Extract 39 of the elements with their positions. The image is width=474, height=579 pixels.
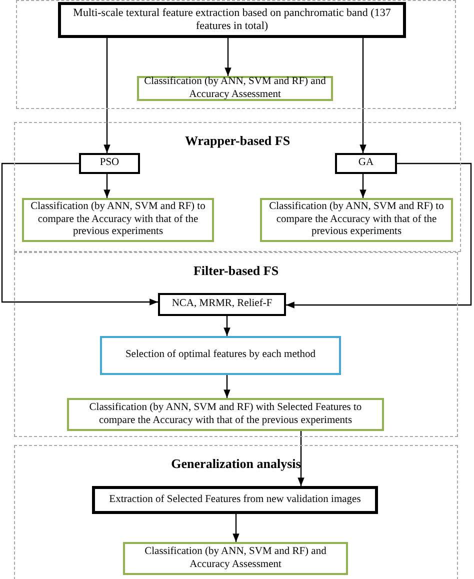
arrow — [360, 38, 366, 153]
arrow — [298, 431, 304, 486]
process-box — [92, 486, 378, 514]
arrow — [224, 38, 232, 76]
selection-box — [100, 336, 341, 375]
section-frame — [14, 122, 461, 252]
arrow — [286, 162, 472, 308]
section-frame — [16, 0, 456, 109]
box-text: Selection of optimal features by each method — [125, 349, 316, 362]
classification-box — [22, 198, 214, 242]
classification-box — [260, 198, 453, 242]
method-box — [335, 153, 397, 174]
arrow — [224, 316, 230, 336]
classification-box — [123, 542, 348, 575]
process-box — [58, 2, 406, 38]
box-text: Classification (by ANN, SVM and RF) to compare the Accuracy with that of the previous experiments — [30, 201, 206, 239]
arrow — [104, 38, 110, 153]
box-text: Classification (by ANN, SVM and RF) and Accuracy Assessment — [144, 546, 328, 572]
box-text: Classification (by ANN, SVM and RF) and Accuracy Assessment — [143, 76, 327, 102]
arrow — [104, 174, 110, 198]
section-heading: Generalization analysis — [170, 456, 302, 472]
classification-box — [67, 398, 384, 431]
box-text: NCA, MRMR, Relief-F — [172, 298, 272, 311]
section-frame — [14, 445, 458, 579]
section-heading: Wrapper-based FS — [184, 133, 292, 150]
box-text: Multi-scale textural feature extraction based on panchromatic band (137 features in total) — [72, 6, 392, 34]
box-text: Classification (by ANN, SVM and RF) to compare the Accuracy with that of the previous experiments — [268, 201, 445, 239]
method-box — [79, 153, 140, 174]
arrow — [360, 174, 366, 198]
box-text: PSO — [100, 157, 120, 170]
arrow — [1, 162, 158, 306]
box-text: GA — [358, 157, 374, 170]
arrow — [232, 514, 240, 542]
arrow — [224, 375, 230, 398]
method-box — [158, 293, 286, 316]
box-text: Extraction of Selected Features from new validation images — [109, 494, 361, 506]
box-text: Classification (by ANN, SVM and RF) with Selected Features to compare the Accuracy with that of the previous experiments — [88, 402, 363, 428]
section-heading: Filter-based FS — [192, 263, 280, 280]
section-frame — [14, 252, 458, 437]
